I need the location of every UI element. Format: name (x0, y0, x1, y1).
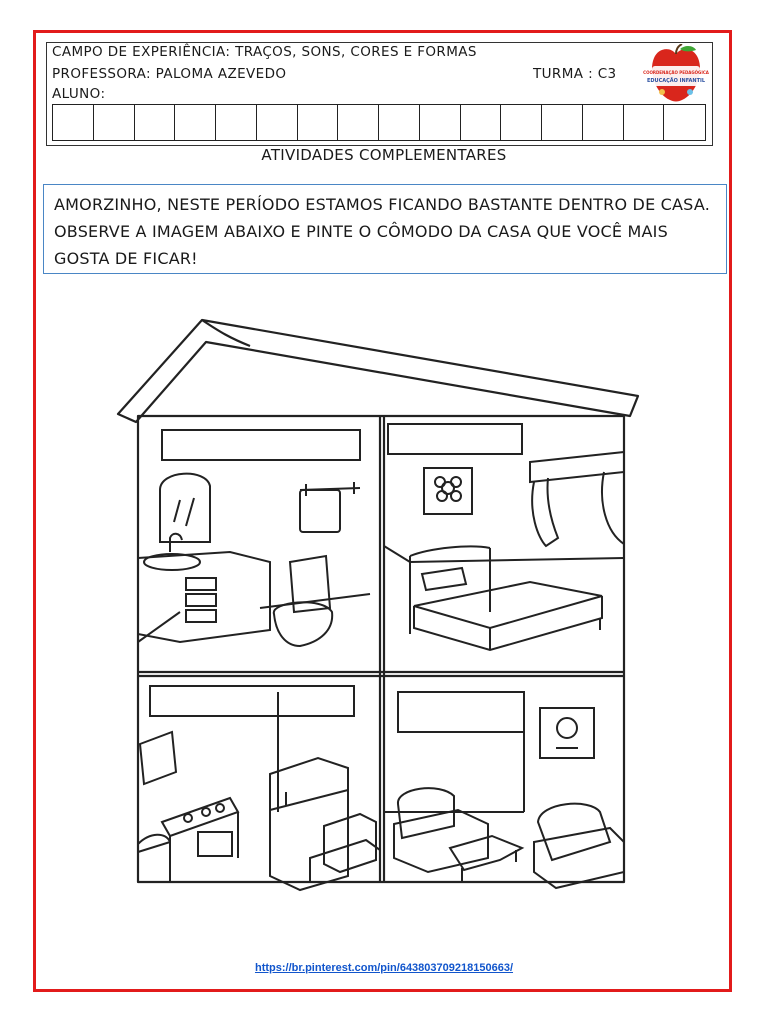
stove-top (160, 796, 240, 838)
wall-shelf (138, 730, 178, 786)
pillow (420, 566, 468, 592)
towel (299, 489, 341, 533)
aluno-line: ALUNO: (52, 86, 106, 102)
refrigerator (269, 756, 349, 892)
portrait-picture (539, 707, 595, 759)
letter-box[interactable] (135, 105, 176, 140)
campo-line: CAMPO DE EXPERIÊNCIA: TRAÇOS, SONS, CORE… (52, 44, 477, 60)
house-coloring-illustration[interactable] (110, 312, 650, 912)
kitchen (137, 692, 381, 892)
letter-box[interactable] (53, 105, 94, 140)
letter-box[interactable] (216, 105, 257, 140)
armchair-back (536, 802, 612, 862)
living-room-label-box (397, 691, 525, 733)
professora-line: PROFESSORA: PALOMA AZEVEDO (52, 66, 287, 82)
letter-box[interactable] (175, 105, 216, 140)
sink-counter (137, 833, 171, 845)
mirror (159, 472, 211, 543)
instruction-box: AMORZINHO, NESTE PERÍODO ESTAMOS FICANDO… (43, 184, 727, 274)
armchair-seat (533, 826, 625, 890)
school-logo: COORDENAÇÃO PEDAGÓGICA EDUCAÇÃO INFANTIL (643, 44, 710, 102)
toilet-tank (288, 554, 332, 614)
coffee-table (448, 834, 525, 872)
sofa-seat (393, 808, 489, 874)
toilet-bowl (272, 601, 334, 648)
bedroom-label-box (387, 423, 523, 455)
drawer-cabinet (309, 838, 381, 883)
bed-headboard (409, 548, 491, 634)
mattress (413, 580, 603, 630)
letter-box[interactable] (461, 105, 502, 140)
sink (143, 553, 201, 571)
header-box (46, 42, 713, 146)
section-title: ATIVIDADES COMPLEMENTARES (261, 146, 507, 164)
letter-box[interactable] (379, 105, 420, 140)
microwave-box (323, 812, 377, 874)
letter-box[interactable] (338, 105, 379, 140)
letter-box[interactable] (624, 105, 665, 140)
logo-text-2: EDUCAÇÃO INFANTIL (647, 77, 706, 84)
page-border (33, 30, 732, 992)
curtain-rod (529, 450, 625, 484)
letter-box[interactable] (664, 105, 705, 140)
faucet (169, 532, 183, 552)
letter-box[interactable] (94, 105, 135, 140)
letter-box[interactable] (420, 105, 461, 140)
logo-text-1: COORDENAÇÃO PEDAGÓGICA (643, 70, 710, 75)
bathroom-label-box (161, 429, 361, 461)
living-room (384, 707, 625, 890)
letter-box[interactable] (257, 105, 298, 140)
sofa-back (397, 787, 455, 840)
roof (116, 318, 640, 424)
flower-picture (423, 467, 473, 515)
source-link[interactable]: https://br.pinterest.com/pin/64380370921… (254, 962, 514, 974)
letter-box[interactable] (501, 105, 542, 140)
curtain-right (601, 471, 625, 545)
bedroom (383, 450, 625, 652)
letter-box[interactable] (542, 105, 583, 140)
curtain-left (531, 477, 560, 548)
sink-cabinet (137, 550, 271, 644)
letter-box[interactable] (583, 105, 624, 140)
oven-door (197, 831, 233, 857)
bathroom (137, 472, 371, 648)
kitchen-label-box (149, 685, 355, 717)
letter-box[interactable] (298, 105, 339, 140)
turma-line: TURMA : C3 (533, 66, 617, 82)
name-letter-grid[interactable] (52, 104, 706, 141)
